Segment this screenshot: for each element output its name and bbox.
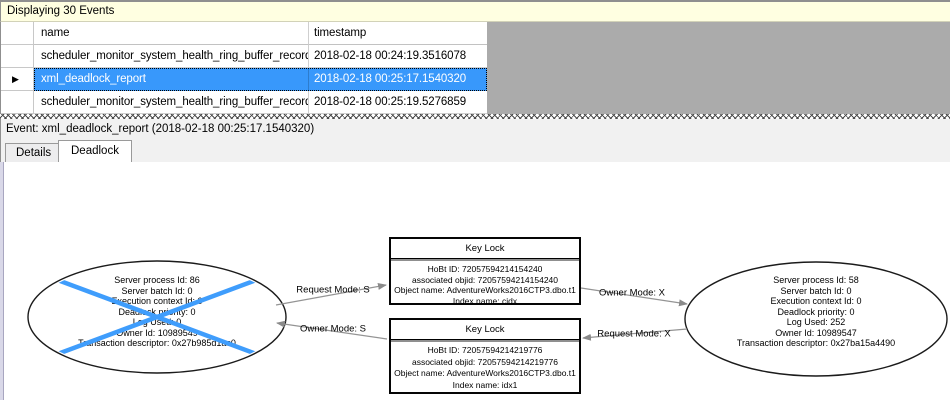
node-line: Server batch Id: 0: [780, 285, 852, 296]
edge-request-x: [582, 328, 688, 341]
node-line: Deadlock priority: 0: [777, 306, 855, 317]
column-header-timestamp[interactable]: timestamp: [309, 22, 487, 45]
node-line: Server process Id: 86: [114, 275, 200, 285]
lock-line: associated objid: 72057594214219776: [411, 356, 559, 367]
lock-line: Index name: cidx: [452, 295, 518, 306]
event-timestamp-cell[interactable]: 2018-02-18 00:25:17.1540320: [314, 73, 467, 85]
grid-header-row: name timestamp: [1, 22, 950, 45]
events-count-header: Displaying 30 Events: [0, 0, 950, 22]
node-line: Execution context Id: 0: [770, 296, 862, 306]
node-line: Log Used: 252: [786, 317, 846, 327]
edge-label-owner-s: Owner Mode: S: [300, 323, 366, 335]
node-line: Owner Id: 10989549: [116, 327, 198, 338]
node-line: Owner Id: 10989547: [775, 327, 857, 338]
deadlock-graph-pane: Server process Id: 86 Server batch Id: 0…: [0, 162, 950, 400]
tab-details[interactable]: Details: [5, 143, 63, 162]
lock-line: Index name: idx1: [452, 379, 518, 390]
edge-label-owner-x: Owner Mode: X: [599, 287, 665, 299]
lock-line: HoBt ID: 72057594214219776: [427, 345, 543, 355]
lock-line: HoBt ID: 72057594214154240: [427, 264, 543, 274]
event-name-cell[interactable]: xml_deadlock_report: [34, 68, 309, 91]
lock-node-separator: [391, 259, 579, 261]
table-row[interactable]: scheduler_monitor_system_health_ring_buf…: [1, 91, 950, 114]
row-selector-header: [1, 22, 34, 45]
table-row[interactable]: scheduler_monitor_system_health_ring_buf…: [1, 45, 950, 68]
lock-node-separator: [391, 340, 579, 342]
node-line: Server process Id: 58: [773, 275, 859, 285]
selected-row-marker-icon: ▶: [1, 68, 34, 91]
column-header-name[interactable]: name: [34, 22, 309, 45]
node-line: Server batch Id: 0: [121, 285, 193, 296]
node-line: Deadlock priority: 0: [118, 306, 196, 317]
victim-process-node: Server process Id: 86 Server batch Id: 0…: [27, 275, 287, 349]
node-line: Transaction descriptor: 0x27ba15a4490: [736, 338, 896, 348]
event-timestamp-cell[interactable]: 2018-02-18 00:25:19.5276859: [309, 91, 487, 114]
process-node: Server process Id: 58 Server batch Id: 0…: [686, 275, 946, 349]
lock-node-title: Key Lock: [391, 239, 579, 259]
lock-line: Object name: AdventureWorks2016CTP3.dbo.…: [394, 368, 576, 378]
edge-label-request-s: Request Mode: S: [296, 284, 370, 296]
key-lock-node-top: Key Lock HoBt ID: 72057594214154240 asso…: [389, 237, 581, 306]
lock-line: Object name: AdventureWorks2016CTP3.dbo.…: [394, 285, 576, 295]
event-name-cell[interactable]: scheduler_monitor_system_health_ring_buf…: [34, 45, 309, 68]
tab-deadlock[interactable]: Deadlock: [58, 140, 132, 162]
tab-strip: Details Deadlock: [0, 139, 950, 162]
node-line: Transaction descriptor: 0x27b985d1ac0: [78, 338, 236, 348]
edge-owner-s: [276, 320, 388, 340]
key-lock-node-bottom: Key Lock HoBt ID: 72057594214219776 asso…: [389, 318, 581, 394]
event-name-cell[interactable]: scheduler_monitor_system_health_ring_buf…: [34, 91, 309, 114]
lock-node-title: Key Lock: [391, 320, 579, 340]
node-line: Execution context Id: 0: [111, 296, 203, 306]
pane-splitter[interactable]: [0, 114, 950, 119]
row-selector-cell[interactable]: [1, 45, 34, 68]
edge-owner-x: [580, 287, 688, 307]
edge-request-s: [275, 282, 387, 306]
event-timestamp-cell[interactable]: 2018-02-18 00:24:19.3516078: [309, 45, 487, 68]
left-gutter: [0, 162, 4, 400]
lock-line: associated objid: 72057594214154240: [411, 274, 559, 285]
process-node-ellipse: [684, 261, 948, 377]
events-grid: name timestamp scheduler_monitor_system_…: [0, 22, 950, 114]
row-selector-cell[interactable]: [1, 91, 34, 114]
selected-event-label: Event: xml_deadlock_report (2018-02-18 0…: [0, 119, 950, 139]
edge-label-request-x: Request Mode: X: [597, 328, 671, 340]
node-line: Log Used: 0: [132, 317, 182, 327]
table-row-selected[interactable]: ▶ xml_deadlock_report 2018-02-18 00:25:1…: [1, 68, 950, 91]
